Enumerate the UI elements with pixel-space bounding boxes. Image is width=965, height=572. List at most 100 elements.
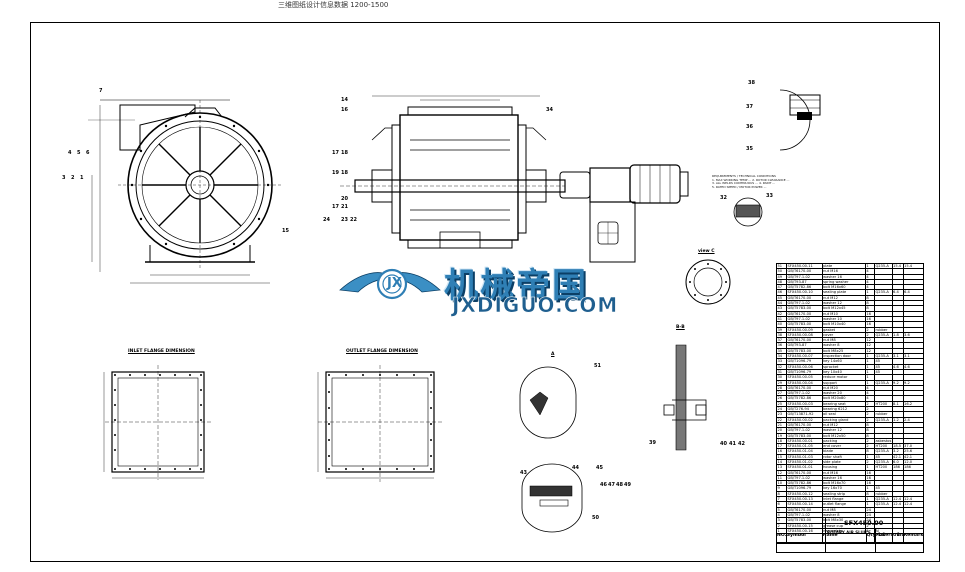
parts-cell: GB/T1096-79: [787, 359, 823, 364]
parts-cell: sealing strip: [823, 491, 866, 497]
parts-cell: 1: [866, 375, 875, 380]
parts-cell: 18: [777, 438, 788, 444]
parts-cell: Q235-A: [875, 290, 893, 295]
balloon: 1: [80, 175, 84, 181]
parts-cell: 37.0: [904, 444, 913, 449]
parts-cell: [875, 375, 893, 380]
parts-cell: 43: [777, 306, 788, 311]
parts-cell: bearing seat: [823, 401, 866, 406]
parts-cell: HT200: [875, 401, 893, 406]
outlet-flange-title: OUTLET FLANGE DIMENSION: [346, 349, 418, 354]
parts-cell: [904, 486, 923, 490]
section-a-title: A: [551, 352, 555, 357]
parts-cell: SFX450.00-03: [787, 401, 823, 406]
parts-cell: [893, 359, 904, 364]
parts-cell: nut M16: [823, 470, 866, 475]
parts-cell: 42: [777, 311, 788, 316]
parts-cell: 1: [866, 369, 875, 375]
parts-cell: Q235-A: [875, 332, 893, 338]
detail-seal-2: [521, 463, 583, 533]
parts-cell: 15: [777, 454, 788, 459]
parts-cell: [875, 274, 893, 279]
parts-cell: 42.1: [904, 454, 913, 459]
parts-cell: [904, 296, 923, 300]
parts-cell: bolt M8x30: [823, 518, 866, 523]
parts-cell: nut M8: [823, 338, 866, 343]
parts-cell: outlet flange: [823, 502, 866, 507]
parts-cell: 8: [866, 301, 875, 306]
parts-cell: 42.1: [893, 454, 904, 459]
parts-cell: 1: [866, 465, 875, 470]
parts-cell: bolt M20x80: [823, 396, 866, 401]
parts-cell: 2: [866, 459, 875, 465]
parts-cell: [904, 343, 923, 347]
parts-cell: 41: [777, 316, 788, 322]
parts-cell: 28: [777, 385, 788, 391]
logo-monogram: JX: [387, 276, 402, 291]
parts-cell: [875, 523, 893, 528]
parts-cell: [904, 412, 923, 416]
parts-cell: plate: [823, 264, 866, 269]
parts-cell: 4: [866, 385, 875, 391]
parts-cell: SFX450.01-02: [787, 459, 823, 465]
parts-cell: 29: [777, 380, 788, 385]
parts-cell: 12.0: [904, 459, 913, 464]
parts-cell: rubber: [875, 491, 893, 497]
parts-cell: bolt M10x40: [823, 322, 866, 327]
balloon: 42: [738, 441, 745, 447]
parts-cell: SFX450.00-04: [787, 380, 823, 385]
parts-cell: [893, 407, 904, 412]
parts-cell: 31: [777, 369, 788, 375]
parts-cell: [893, 391, 904, 396]
parts-cell: 12.4: [893, 502, 904, 507]
parts-cell: sealing plate: [823, 290, 866, 295]
parts-cell: 39: [777, 327, 788, 332]
parts-cell: 3.1: [893, 354, 904, 359]
parts-cell: GB/T97.1-02: [787, 274, 823, 279]
parts-cell: 6: [777, 502, 788, 507]
parts-cell: 4: [866, 285, 875, 290]
parts-cell: 45: [875, 364, 893, 369]
header-symbol: Symbol: [787, 534, 823, 543]
parts-cell: 23: [777, 412, 788, 417]
balloon: 46: [600, 482, 607, 488]
parts-cell: Q235-A: [875, 417, 893, 422]
parts-cell: GB/T93-87: [787, 343, 823, 348]
parts-cell: inlet flange: [823, 497, 866, 502]
header-note: 三维图纸设计信息数据 1200-1500: [278, 1, 389, 9]
parts-cell: GB/T6170-00: [787, 422, 823, 428]
parts-cell: [875, 316, 893, 322]
parts-cell: 2: [866, 438, 875, 444]
parts-cell: 2: [866, 327, 875, 332]
parts-cell: 24: [866, 507, 875, 512]
parts-cell: 7: [777, 497, 788, 502]
parts-cell: washer 16: [823, 274, 866, 279]
balloon: 48: [616, 482, 623, 488]
parts-cell: 4: [866, 269, 875, 274]
parts-cell: 3.2: [893, 449, 904, 454]
parts-cell: 32: [777, 364, 788, 369]
parts-cell: bolt M16x60: [823, 285, 866, 290]
parts-cell: GB/T5782-86: [787, 396, 823, 401]
section-b-title: B-B: [676, 325, 685, 330]
parts-cell: 44: [777, 301, 788, 306]
parts-cell: [904, 391, 923, 395]
parts-cell: [875, 322, 893, 327]
parts-cell: washer 12: [823, 428, 866, 433]
parts-cell: GB/T6170-00: [787, 385, 823, 391]
parts-cell: GB/T6170-00: [787, 311, 823, 316]
parts-cell: GB/T6170-00: [787, 338, 823, 343]
parts-cell: GB/T6170-00: [787, 470, 823, 475]
parts-cell: 4: [777, 512, 788, 518]
